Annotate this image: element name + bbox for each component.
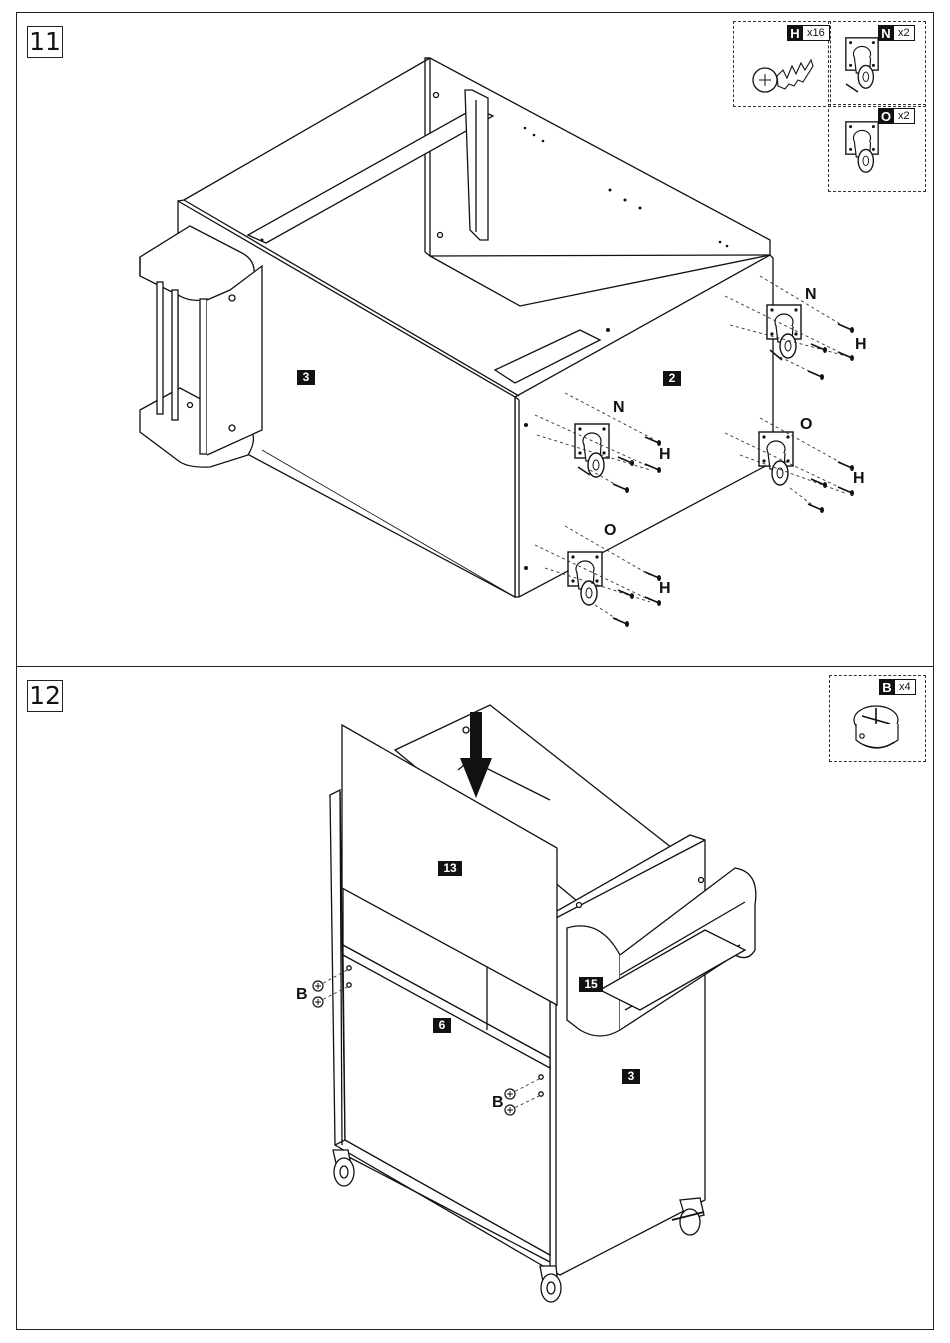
caster-o-bottom [568, 552, 602, 605]
callout-b: B [296, 986, 308, 1004]
cabinet-upright [330, 705, 756, 1275]
screw-icon [753, 60, 813, 92]
caster-o-right [759, 432, 793, 485]
caster-n-top [767, 305, 801, 360]
panel-label-3: 3 [297, 370, 315, 385]
panel-label-3: 3 [622, 1069, 640, 1084]
callout-o: O [604, 522, 616, 540]
caster-with-brake-icon [846, 38, 878, 92]
panel-label-13: 13 [438, 861, 462, 876]
wheel-front-left [333, 1150, 354, 1186]
panel-label-2: 2 [663, 371, 681, 386]
callout-h: H [853, 470, 865, 488]
caster-icon [846, 122, 878, 172]
callout-n: N [613, 399, 625, 417]
callout-h: H [659, 580, 671, 598]
callout-n: N [805, 286, 817, 304]
callout-h: H [855, 336, 867, 354]
cam-lock-icon [854, 706, 898, 748]
callout-h: H [659, 446, 671, 464]
cabinet-upside-down [140, 58, 773, 597]
caster-n-mid [575, 424, 609, 477]
callout-o: O [800, 416, 812, 434]
panel-label-15: 15 [579, 977, 603, 992]
panel-label-6: 6 [433, 1018, 451, 1033]
callout-b: B [492, 1094, 504, 1112]
